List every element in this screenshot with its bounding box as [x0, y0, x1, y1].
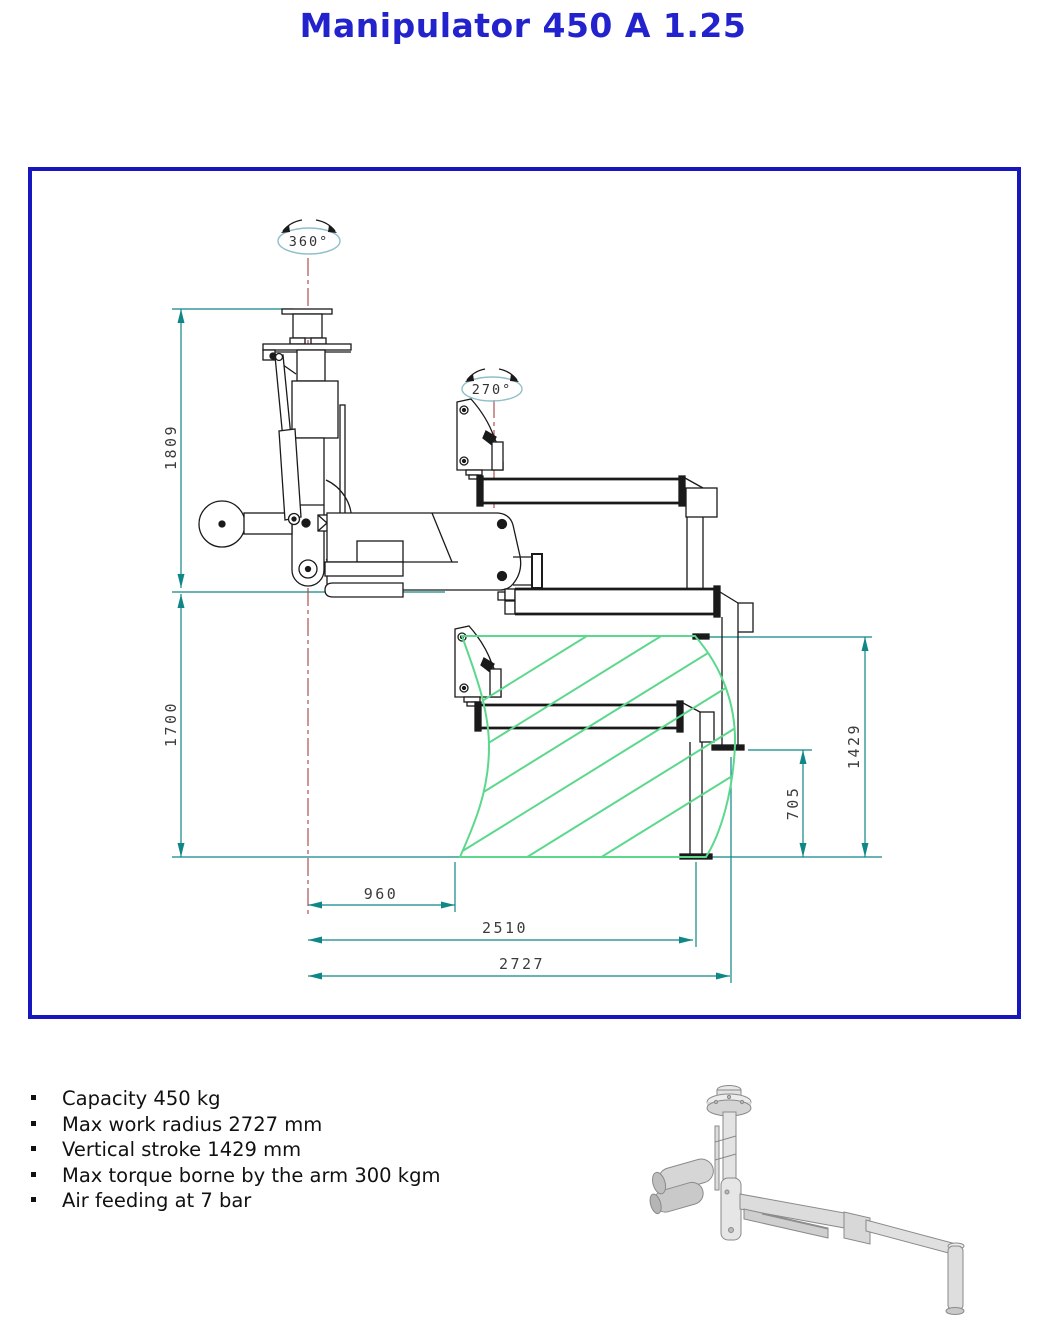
dim-label-2727: 2727	[499, 955, 545, 973]
page-title: Manipulator 450 A 1.25	[299, 6, 747, 45]
rotation-callout-360: 360°	[277, 219, 341, 255]
dimension-arrowheads	[177, 309, 869, 980]
spec-item-stroke: Vertical stroke 1429 mm	[24, 1137, 644, 1163]
dimension-lines	[172, 308, 882, 983]
spec-text: Air feeding at 7 bar	[62, 1189, 252, 1213]
dim-label-1429: 1429	[845, 723, 863, 769]
bullet-square-icon	[31, 1197, 36, 1203]
bullet-square-icon	[31, 1171, 36, 1177]
dim-label-2510: 2510	[482, 919, 528, 937]
dim-label-1700: 1700	[162, 701, 180, 747]
spec-list: Capacity 450 kg Max work radius 2727 mm …	[24, 1086, 644, 1214]
spec-text: Max work radius 2727 mm	[62, 1112, 323, 1136]
spec-item-air: Air feeding at 7 bar	[24, 1188, 644, 1214]
spec-item-radius: Max work radius 2727 mm	[24, 1112, 644, 1138]
manipulator-side-view	[198, 308, 754, 860]
spec-text: Vertical stroke 1429 mm	[62, 1138, 302, 1162]
work-envelope-hatch	[460, 636, 736, 857]
rotation-callout-270: 270°	[461, 368, 523, 402]
dim-label-960: 960	[364, 885, 399, 903]
bullet-square-icon	[31, 1095, 36, 1100]
spec-text: Max torque borne by the arm 300 kgm	[62, 1163, 441, 1187]
bullet-square-icon	[31, 1120, 36, 1126]
drawing-frame-border	[28, 167, 1021, 1019]
dim-label-705: 705	[784, 786, 802, 821]
spec-text: Capacity 450 kg	[62, 1087, 221, 1110]
dim-label-1809: 1809	[162, 424, 180, 470]
work-envelope	[458, 635, 737, 858]
manipulator-3d-render	[649, 1085, 965, 1315]
rotation-360-label: 360°	[289, 234, 330, 250]
rotation-270-label: 270°	[472, 382, 513, 398]
technical-drawing: 360° 270° 1809 1700 1429 705 960 2510 27…	[28, 167, 1021, 1019]
spec-item-torque: Max torque borne by the arm 300 kgm	[24, 1163, 644, 1189]
spec-item-capacity: Capacity 450 kg	[24, 1086, 644, 1112]
bullet-square-icon	[31, 1146, 36, 1152]
